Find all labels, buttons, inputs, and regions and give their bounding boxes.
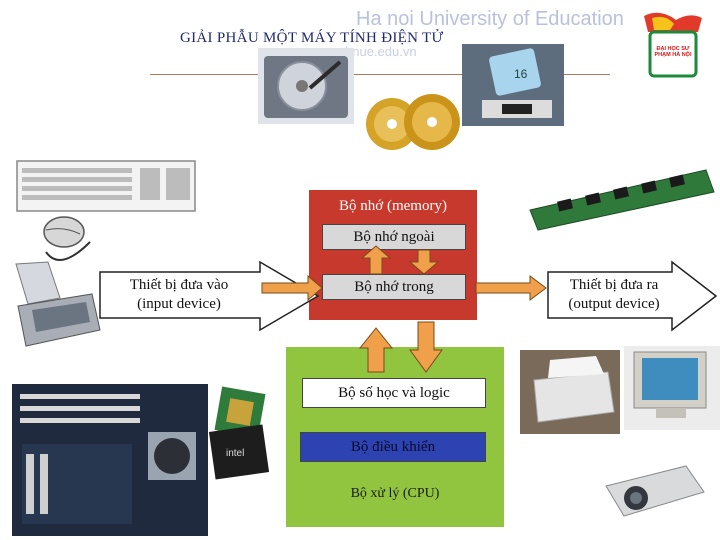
- printer-photo: [520, 350, 620, 434]
- input-device-line2: (input device): [137, 295, 221, 314]
- input-device-label: Thiết bị đưa vào (input device): [100, 270, 258, 320]
- internal-memory-box: Bộ nhớ trong: [322, 274, 466, 300]
- cd-disc-photo: [364, 90, 464, 156]
- alu-box: Bộ số học và logic: [302, 378, 486, 408]
- output-device-line2: (output device): [568, 295, 659, 314]
- svg-text:intel: intel: [226, 448, 244, 459]
- ram-module-photo: [522, 166, 718, 232]
- scanner-photo: [8, 258, 104, 354]
- processor-chip-photo: intel: [196, 386, 276, 482]
- memory-to-output-arrow: [476, 276, 546, 300]
- input-device-line1: Thiết bị đưa vào: [130, 276, 229, 295]
- output-device-line1: Thiết bị đưa ra: [570, 276, 659, 295]
- memory-card-photo: 16: [462, 44, 564, 126]
- memory-label: Bộ nhớ (memory): [309, 198, 477, 215]
- university-watermark: Ha noi University of Education: [356, 8, 624, 31]
- control-unit-box: Bộ điều khiển: [300, 432, 486, 462]
- motherboard-photo: [12, 384, 208, 536]
- university-logo: [640, 10, 706, 78]
- monitor-photo: [624, 346, 720, 430]
- hard-disk-photo: [258, 48, 354, 124]
- mouse-photo: [40, 212, 100, 264]
- svg-text:16: 16: [514, 67, 528, 81]
- cpu-label: Bộ xử lý (CPU): [286, 486, 504, 502]
- keyboard-photo: [16, 160, 196, 212]
- external-memory-box: Bộ nhớ ngoài: [322, 224, 466, 250]
- output-device-label: Thiết bị đưa ra (output device): [548, 270, 680, 320]
- logo-text: ĐẠI HỌC SƯ PHẠM HÀ NỘI: [651, 46, 695, 58]
- projector-photo: [596, 446, 712, 526]
